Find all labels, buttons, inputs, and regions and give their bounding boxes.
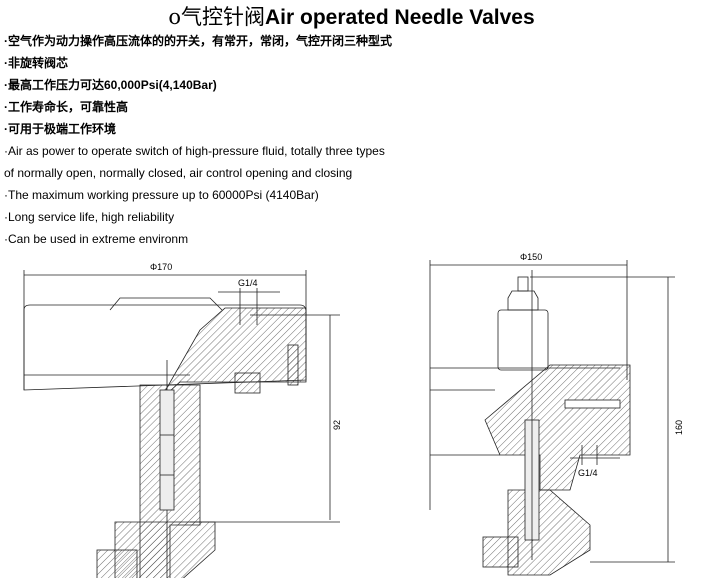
feature-en-3: ·The maximum working pressure up to 6000… <box>4 188 319 202</box>
left-height-label: 92 <box>332 420 342 430</box>
right-diameter-label: Φ150 <box>520 252 542 262</box>
right-port-label: G1/4 <box>578 468 598 478</box>
feature-cn-3: ·最高工作压力可达60,000Psi(4,140Bar) <box>4 78 217 92</box>
left-port-label: G1/4 <box>238 278 258 288</box>
page-title: o气控针阀Air operated Needle Valves <box>0 4 703 31</box>
feature-en-5: ·Can be used in extreme environm <box>4 232 189 246</box>
title-english: Air operated Needle Valves <box>265 6 535 29</box>
feature-cn-1: ·空气作为动力操作高压流体的的开关，有常开，常闭，气控开闭三种型式 <box>4 34 392 48</box>
feature-en-4: ·Long service life, high reliability <box>4 210 175 224</box>
left-valve-drawing: Φ170 G1/4 92 <box>23 262 342 578</box>
title-bullet: o <box>168 5 181 29</box>
feature-en-2: of normally open, normally closed, air c… <box>4 166 353 180</box>
feature-cn-2: ·非旋转阀芯 <box>4 56 68 70</box>
left-diameter-label: Φ170 <box>150 262 172 272</box>
right-height-label: 160 <box>674 420 684 435</box>
feature-en-1: ·Air as power to operate switch of high-… <box>4 144 385 158</box>
feature-cn-4: ·工作寿命长，可靠性高 <box>4 100 128 114</box>
feature-cn-5: ·可用于极端工作环境 <box>4 122 116 136</box>
right-valve-drawing: Φ150 G1/4 160 <box>429 252 684 576</box>
title-chinese: 气控针阀 <box>181 5 265 29</box>
